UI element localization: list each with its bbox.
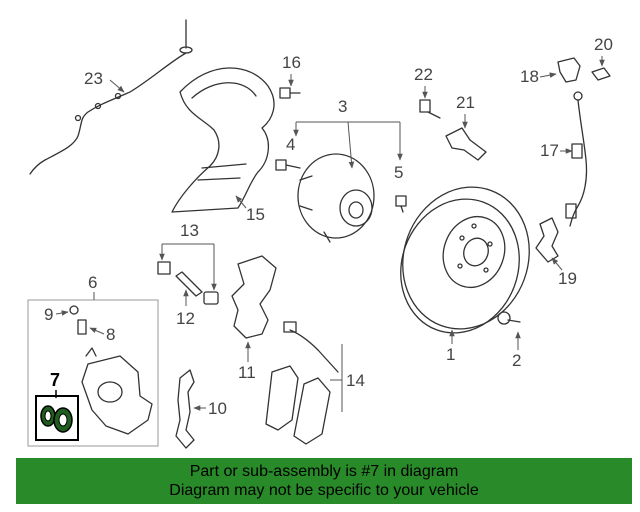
callout-9: 9 xyxy=(44,305,69,324)
part-17-brake-hose[interactable] xyxy=(565,91,588,227)
callout-1: 1 xyxy=(446,329,455,364)
callout-15-label: 15 xyxy=(246,205,265,224)
callout-11-label: 11 xyxy=(238,363,256,382)
callout-5-label: 5 xyxy=(394,163,403,182)
callout-13-label: 13 xyxy=(180,221,199,240)
part-23-abs-sensor-wire[interactable] xyxy=(29,19,193,175)
callout-1-label: 1 xyxy=(446,345,455,364)
callout-3: 3 xyxy=(293,97,403,169)
callout-15: 15 xyxy=(235,195,265,224)
callout-7: 7 xyxy=(50,370,60,398)
callout-10: 10 xyxy=(193,399,227,418)
callout-22-label: 22 xyxy=(414,65,433,84)
callout-12-label: 12 xyxy=(176,309,195,328)
callout-8: 8 xyxy=(89,325,115,344)
part-21-bracket[interactable] xyxy=(445,127,487,161)
part-6-caliper-assembly[interactable] xyxy=(27,299,159,447)
callout-11: 11 xyxy=(238,341,256,382)
callout-2-label: 2 xyxy=(512,351,521,370)
callout-19: 19 xyxy=(551,257,577,288)
callout-17: 17 xyxy=(540,141,573,160)
part-11-caliper-bracket[interactable] xyxy=(231,255,277,339)
callout-3-label: 3 xyxy=(338,97,347,116)
part-13-guide-pin-kit[interactable] xyxy=(157,261,219,305)
callout-20: 20 xyxy=(594,35,613,67)
part-8-bleeder-screw[interactable] xyxy=(77,319,87,335)
part-20-clip[interactable] xyxy=(591,67,611,81)
callout-8-label: 8 xyxy=(106,325,115,344)
callout-17-label: 17 xyxy=(540,141,559,160)
part-14-brake-pads[interactable] xyxy=(265,321,339,445)
callout-18-label: 18 xyxy=(520,67,539,86)
part-9-bleeder-cap[interactable] xyxy=(69,305,79,315)
callout-21-label: 21 xyxy=(456,93,475,112)
part-19-bracket[interactable] xyxy=(535,217,559,263)
part-22-bolt[interactable] xyxy=(419,99,441,119)
callout-16: 16 xyxy=(282,53,301,87)
callout-4-label: 4 xyxy=(286,135,295,154)
part-18-bracket[interactable] xyxy=(557,57,581,83)
callout-20-label: 20 xyxy=(594,35,613,54)
part-1-brake-rotor[interactable] xyxy=(382,169,549,350)
callout-7-label: 7 xyxy=(50,370,60,390)
banner-line-1: Part or sub-assembly is #7 in diagram xyxy=(189,463,459,480)
callout-22: 22 xyxy=(414,65,433,99)
part-3-hub-assembly[interactable] xyxy=(297,153,375,243)
callout-6-label: 6 xyxy=(88,273,97,292)
callout-23-label: 23 xyxy=(84,69,103,88)
callout-12: 12 xyxy=(176,289,195,328)
callout-4: 4 xyxy=(286,135,295,154)
callout-6: 6 xyxy=(88,273,97,300)
callout-13: 13 xyxy=(159,221,217,291)
part-16-bolt[interactable] xyxy=(279,87,301,99)
banner-line-2: Diagram may not be specific to your vehi… xyxy=(169,482,479,499)
callout-18: 18 xyxy=(520,67,557,86)
callout-2: 2 xyxy=(512,331,521,370)
part-7-piston-seal-kit[interactable] xyxy=(35,395,79,441)
callout-21: 21 xyxy=(456,93,475,129)
callout-19-label: 19 xyxy=(558,269,577,288)
callout-14: 14 xyxy=(330,344,365,412)
callout-23: 23 xyxy=(84,69,125,93)
part-4-bolt[interactable] xyxy=(275,159,301,171)
part-5-bolt[interactable] xyxy=(395,195,407,213)
part-info-banner: Part or sub-assembly is #7 in diagram Di… xyxy=(16,458,632,504)
callout-16-label: 16 xyxy=(282,53,301,72)
callout-14-label: 14 xyxy=(346,371,365,390)
part-15-splash-shield[interactable] xyxy=(171,67,275,213)
part-2-screw[interactable] xyxy=(497,311,521,325)
part-10-spring-clip[interactable] xyxy=(175,369,195,449)
callout-9-label: 9 xyxy=(44,305,53,324)
callout-10-label: 10 xyxy=(208,399,227,418)
callout-5: 5 xyxy=(394,163,403,182)
